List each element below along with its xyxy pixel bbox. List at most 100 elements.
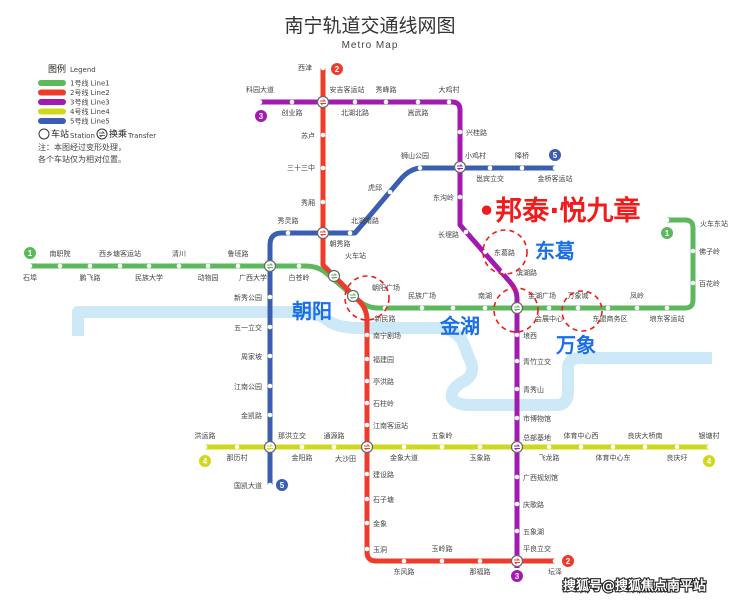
station[interactable]: 狮山公园: [401, 151, 429, 171]
station[interactable]: 邕宾立交: [476, 165, 504, 183]
highlight-circles: [344, 229, 603, 333]
station[interactable]: 青秀山: [514, 385, 544, 394]
station[interactable]: 西津: [298, 64, 326, 72]
transfer-station-icon: [510, 301, 524, 315]
station[interactable]: 南职院: [50, 249, 71, 269]
station[interactable]: 凤岭: [630, 291, 644, 311]
transfer-station[interactable]: 朝阳广场: [346, 283, 401, 303]
transfer-station[interactable]: 安吉客运站: [316, 85, 365, 109]
transfer-station[interactable]: 朝秀路: [316, 226, 351, 249]
station[interactable]: 佛子岭: [690, 247, 720, 256]
station[interactable]: 秀峰路: [376, 85, 397, 105]
station[interactable]: 体育中心东: [596, 444, 631, 462]
station[interactable]: 飞龙路: [539, 444, 560, 462]
station[interactable]: 江南公园: [234, 382, 273, 391]
station[interactable]: 南宁剧场: [364, 331, 401, 340]
station[interactable]: 国凯大道: [234, 481, 273, 490]
station[interactable]: 新秀公园: [234, 293, 273, 302]
station[interactable]: 市博物馆: [514, 414, 551, 423]
station[interactable]: 那历村: [227, 444, 248, 462]
station[interactable]: 民族大学: [135, 263, 163, 282]
station[interactable]: 玉岭路: [432, 544, 453, 564]
station[interactable]: 五象湖: [514, 527, 544, 536]
station[interactable]: 虎邱: [368, 183, 393, 195]
transfer-station[interactable]: 平良立交: [510, 544, 552, 568]
station[interactable]: 五一立交: [234, 323, 273, 332]
station[interactable]: 玉象路: [470, 444, 491, 462]
station-label: 火车站: [345, 251, 366, 260]
station[interactable]: 三十三中: [287, 163, 326, 172]
station[interactable]: 埌东客运站: [650, 305, 685, 323]
station[interactable]: 东盟商务区: [593, 305, 628, 323]
station[interactable]: 会展中心: [535, 305, 563, 323]
station[interactable]: 金阳路: [292, 444, 313, 462]
transfer-station[interactable]: 金湖广场: [510, 291, 557, 315]
station[interactable]: 北湖北路: [341, 99, 369, 117]
station[interactable]: 金凯路: [241, 411, 273, 420]
station[interactable]: 创业路: [282, 99, 303, 117]
station[interactable]: 降桥: [515, 151, 529, 171]
station[interactable]: 洪运路: [195, 431, 216, 450]
station[interactable]: 福建园: [364, 355, 394, 364]
station[interactable]: 玉洞: [364, 545, 387, 554]
transfer-station[interactable]: 总部基地: [510, 433, 552, 454]
transfer-station[interactable]: 那洪立交: [263, 431, 307, 454]
station[interactable]: 东葛路: [482, 248, 515, 257]
transfer-station[interactable]: 火车站: [327, 251, 367, 283]
station[interactable]: 广西规划馆: [514, 473, 558, 482]
station-dot-icon: [439, 558, 445, 564]
area-label-dongge: 东葛: [535, 239, 575, 263]
station[interactable]: 埌西: [514, 331, 537, 340]
station[interactable]: 五象岭: [432, 431, 453, 450]
station[interactable]: 苏卢: [301, 131, 326, 140]
station[interactable]: 青竹立交: [514, 357, 551, 366]
station[interactable]: 良庆圩: [667, 444, 688, 462]
station[interactable]: 建设路: [364, 470, 394, 479]
transfer-station-icon: [346, 289, 360, 303]
station[interactable]: 北湖南路: [347, 216, 379, 236]
station[interactable]: 大鸡村: [439, 85, 460, 105]
station[interactable]: 万象城: [568, 291, 589, 311]
station[interactable]: 周家坡: [241, 352, 273, 361]
station[interactable]: 通源路: [324, 431, 345, 450]
station[interactable]: 清川: [172, 249, 186, 269]
station[interactable]: 江南客运站: [364, 421, 408, 430]
station[interactable]: 坛泽: [548, 558, 562, 576]
station[interactable]: 白苍岭: [289, 263, 310, 282]
station[interactable]: 庆歌路: [514, 500, 544, 509]
station[interactable]: 那福路: [470, 558, 491, 576]
station[interactable]: 兴桂路: [457, 128, 487, 137]
transfer-station[interactable]: 广西大学: [239, 259, 277, 283]
station[interactable]: 石子塘: [364, 495, 394, 504]
station[interactable]: 科园大道: [246, 85, 274, 105]
station-dot-icon: [87, 263, 93, 269]
station[interactable]: 南湖: [478, 291, 492, 311]
station[interactable]: 嵩武路: [408, 99, 429, 117]
station[interactable]: 金象: [364, 519, 387, 528]
station[interactable]: 鹏飞路: [80, 263, 101, 282]
station-label: 安吉客运站: [330, 85, 365, 94]
station[interactable]: [450, 305, 456, 311]
station[interactable]: 体育中心西: [564, 431, 599, 450]
station[interactable]: 长堽路: [438, 229, 469, 239]
station[interactable]: 金桥客运站: [538, 165, 573, 183]
transfer-station-icon: [510, 554, 524, 568]
station[interactable]: 良庆大桥南: [628, 431, 663, 450]
station[interactable]: 百花岭: [690, 279, 720, 288]
station[interactable]: 秀厢: [301, 198, 326, 207]
station[interactable]: 金象大道: [390, 444, 418, 462]
station[interactable]: 东风路: [394, 558, 415, 576]
transfer-station[interactable]: 大沙田: [335, 440, 374, 464]
station[interactable]: 西乡塘客运站: [99, 249, 141, 269]
station[interactable]: 石埠: [23, 263, 37, 282]
station[interactable]: 动物园: [198, 263, 219, 282]
station[interactable]: 鲁班路: [228, 249, 249, 269]
station[interactable]: 民族广场: [408, 291, 436, 311]
station[interactable]: 亭洪路: [364, 377, 394, 386]
transfer-station[interactable]: 小鸡村: [453, 151, 487, 174]
station[interactable]: 火车东站: [664, 217, 728, 228]
station[interactable]: 银塘村: [699, 431, 720, 450]
station[interactable]: 石柱岭: [364, 399, 394, 408]
station[interactable]: 秀灵路: [278, 216, 299, 236]
station[interactable]: 东沟岭: [433, 193, 463, 202]
